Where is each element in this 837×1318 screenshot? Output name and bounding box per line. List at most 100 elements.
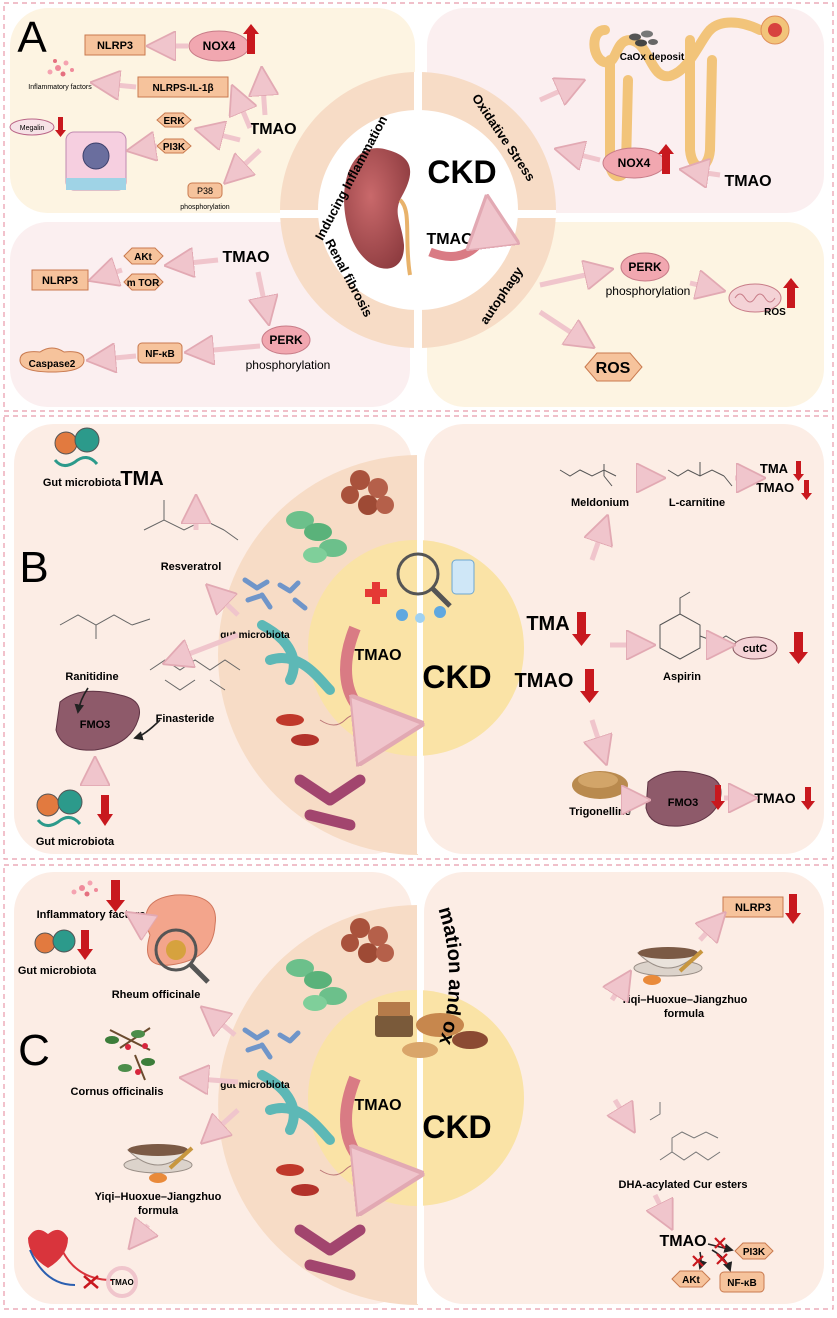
glomerulus-core-icon (768, 23, 782, 37)
right-arrows (612, 916, 722, 1225)
tma-label: TMA (120, 468, 163, 490)
megalin-label: Megalin (20, 125, 45, 132)
up-arrow-icon (662, 152, 670, 174)
tma-small-label: TMA (760, 461, 789, 476)
nfkb-label: NF-κB (145, 349, 174, 360)
panel-a: CKD TMAO Inducing Inflammation Oxidative… (3, 2, 834, 412)
rheum-label: Rheum officinale (112, 989, 201, 1001)
ros-label: ROS (596, 360, 631, 377)
formula-label-2: formula (664, 1008, 705, 1020)
nfkb-label: NF-κB (727, 1278, 756, 1289)
down-arrow-head-icon (580, 691, 599, 703)
meldonium-structure-icon (559, 464, 617, 487)
center-arrow (340, 625, 410, 725)
mitochondrion-cristae-icon (734, 293, 776, 303)
p38-label: P38 (197, 186, 213, 196)
caspase2-node (19, 347, 85, 373)
center-arrow (428, 205, 488, 261)
down-arrow-head-icon (55, 130, 66, 137)
oxidative-quadrant: CaOx deposit NOX4 TMAO (538, 15, 790, 190)
fibrosis-arrows (92, 260, 268, 360)
panel-a-letter: A (17, 13, 47, 62)
cutc-label: cutC (743, 643, 768, 655)
heart-vessel-icon (28, 1229, 113, 1286)
panel-b-border (3, 415, 834, 860)
akt-node (671, 1270, 711, 1288)
lcarnitine-structure-icon (667, 462, 733, 487)
tmao-label: TMAO (724, 173, 771, 190)
tmao-label: TMAO (222, 249, 269, 266)
inflammatory-factors-label: Inflammatory factors (28, 84, 92, 91)
center-ckd-label: CKD (422, 1109, 491, 1145)
nlrp3-node (722, 896, 784, 918)
meldonium-label: Meldonium (571, 497, 629, 509)
down-arrow-head-icon (572, 634, 591, 646)
center-ckd-label: CKD (427, 154, 496, 190)
panel-c-letter: C (18, 1026, 50, 1075)
cell-icon (65, 131, 127, 191)
down-arrow-icon (715, 785, 721, 803)
finasteride-label: Finasteride (156, 713, 215, 725)
cycle-arrow-icon (106, 1266, 138, 1298)
tmao-label: TMAO (249, 121, 296, 138)
perk-label: PERK (269, 333, 303, 347)
fmo3-label: FMO3 (80, 719, 111, 731)
trigonelline-label: Trigonelline (569, 806, 631, 818)
medicine-icon (365, 552, 475, 623)
ranitidine-structure-icon (59, 614, 151, 639)
nlrps-label: NLRPS-IL-1β (152, 83, 213, 94)
center-tmao-label: TMAO (354, 647, 401, 664)
perk-node (620, 252, 670, 282)
pi3k-node (156, 138, 192, 154)
dha-structure-icon (649, 1102, 721, 1161)
down-arrow-head-icon (77, 949, 93, 960)
right-bg (424, 872, 824, 1304)
erk-node (156, 112, 192, 128)
ros-node (584, 352, 643, 382)
formula-label-1: Yiqi–Huoxue–Jiangzhuo (95, 1191, 222, 1203)
down-arrow-head-icon (106, 900, 125, 912)
fibrosis-quadrant: TMAO AKt m TOR NLRP3 PERK phosphorylatio… (19, 247, 330, 373)
nlrp3-label: NLRP3 (735, 902, 771, 914)
inhibit-arrows (74, 687, 161, 741)
pi3k-node (734, 1242, 774, 1260)
nox4-label: NOX4 (203, 39, 236, 53)
down-arrow-icon (577, 612, 586, 638)
down-arrow-icon (81, 930, 89, 952)
cross-icon (83, 1275, 99, 1289)
panel-b-letter: B (19, 543, 48, 592)
down-arrow-icon (58, 117, 63, 131)
gut-bottom-label: Gut microbiota (36, 836, 115, 848)
gut-label: Gut microbiota (18, 965, 97, 977)
fmo3-label: FMO3 (668, 797, 699, 809)
down-arrow-icon (789, 894, 797, 916)
intestine-icon (145, 894, 216, 984)
nlrp3-label: NLRP3 (42, 275, 78, 287)
right-bg (424, 424, 824, 854)
up-arrow-icon (787, 286, 795, 308)
microbe-icon (34, 929, 76, 954)
down-arrow-head-icon (793, 474, 804, 481)
lcarnitine-label: L-carnitine (669, 497, 725, 509)
caox-label: CaOx deposit (620, 52, 685, 63)
down-arrow-icon (101, 795, 109, 817)
aspirin-label: Aspirin (663, 671, 701, 683)
gut-label: gut microbiota (220, 630, 290, 641)
tmao-label: TMAO (659, 1233, 706, 1250)
trigonelline-seeds-highlight-icon (578, 772, 618, 788)
mtor-node (123, 273, 164, 291)
tmao-label: TMAO (515, 670, 574, 692)
down-arrow-head-icon (789, 652, 808, 664)
dha-label: DHA-acylated Cur esters (619, 1179, 748, 1191)
autophagy-arrows (538, 270, 720, 345)
up-arrow-head-icon (243, 24, 259, 34)
tma-label: TMA (526, 613, 569, 635)
panel-a-border (3, 2, 834, 412)
nlrp3-node (84, 34, 146, 56)
center-arrow (340, 1075, 410, 1175)
down-arrow-head-icon (801, 801, 815, 810)
right-arrows (592, 478, 760, 800)
microbe-icon (53, 427, 100, 467)
tmao-label: TMAO (110, 1278, 134, 1287)
